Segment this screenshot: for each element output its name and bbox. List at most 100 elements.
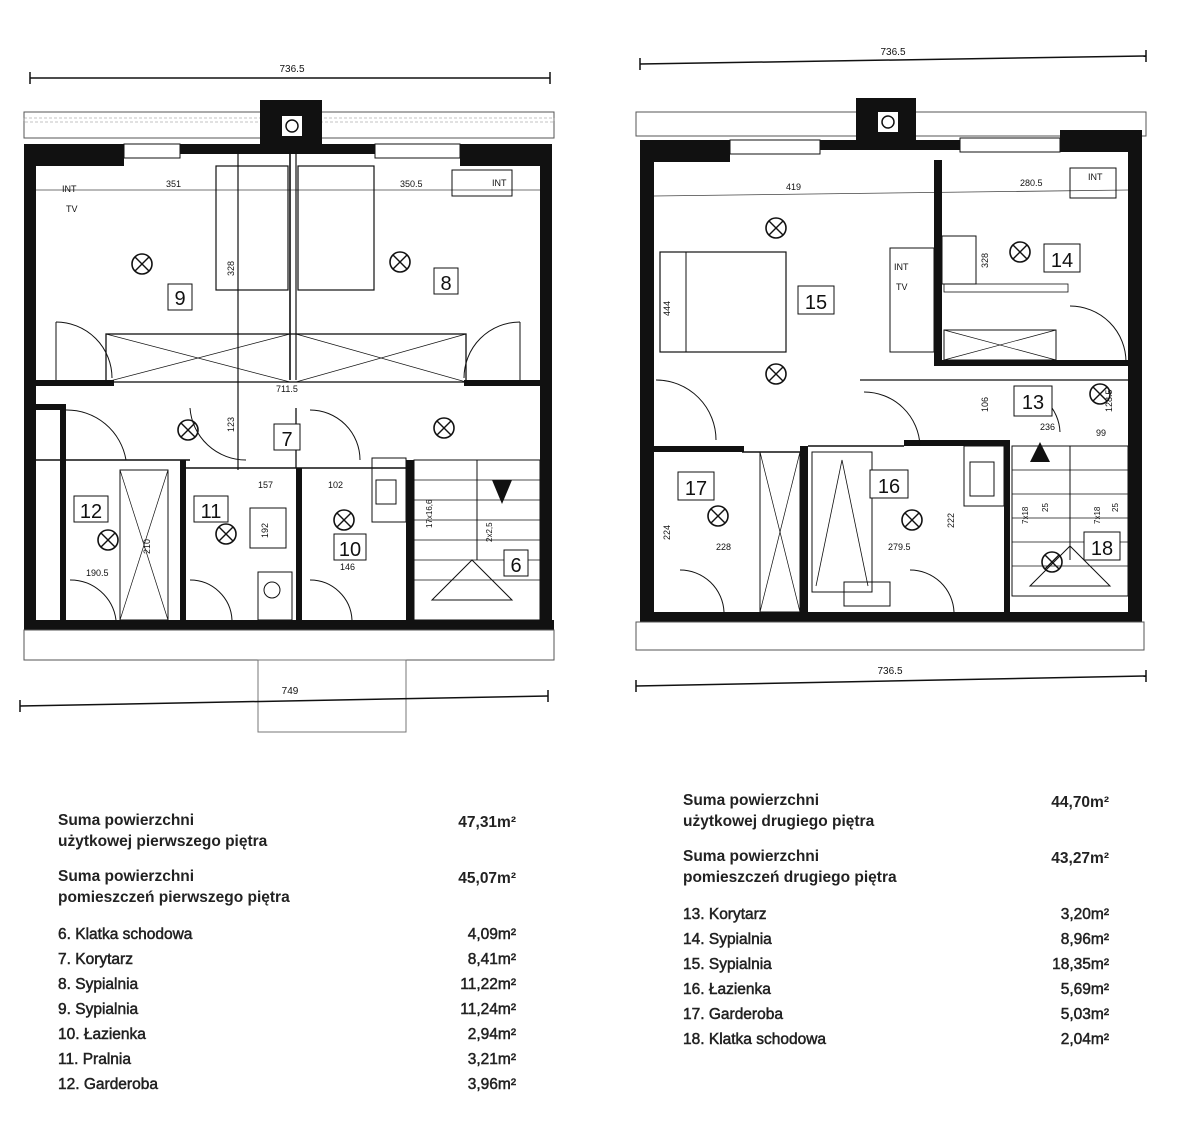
room-area: 3,96m² xyxy=(467,1076,516,1094)
dim-label: 146 xyxy=(340,562,355,572)
floor-1-room-numbers: 9 8 7 12 11 10 6 xyxy=(73,267,529,577)
floor-2-stairs-label-b: 7x18 xyxy=(1093,506,1102,524)
dim-label: 711.5 xyxy=(276,384,298,394)
room-area: 18,35m² xyxy=(1052,956,1109,974)
floor-1-rooms-area-summary: Suma powierzchni pomieszczeń pierwszego … xyxy=(58,866,516,908)
floor-2-stairs-label-c: 25 xyxy=(1041,503,1050,512)
room-area: 5,03m² xyxy=(1060,1006,1109,1024)
summary-value: 43,27m² xyxy=(1051,850,1109,867)
dim-label: 328 xyxy=(980,253,990,268)
dim-label: 210 xyxy=(142,539,152,554)
dim-label: 128.5 xyxy=(1104,389,1114,412)
floor-1-dimensions: 351 350.5 328 711.5 157 102 146 190.5 12… xyxy=(86,179,423,578)
floor-2-area-table: Suma powierzchni użytkowej drugiego pięt… xyxy=(683,790,1110,1052)
dim-label: 224 xyxy=(662,525,672,540)
room-row: 16. Łazienka 5,69m² xyxy=(683,977,1110,1002)
dim-label: 280.5 xyxy=(1020,178,1043,188)
room-row: 11. Pralnia 3,21m² xyxy=(58,1047,517,1072)
room-number-9: 9 xyxy=(174,288,185,310)
room-label: 12. Garderoba xyxy=(58,1076,158,1094)
room-row: 14. Sypialnia 8,96m² xyxy=(683,927,1110,952)
floor-1-bottom-dimension: 749 xyxy=(19,686,549,712)
int-label: INT xyxy=(1088,172,1103,182)
floor-plans: 736.5 xyxy=(19,47,1147,733)
floor-2-bottom-dim-label: 736.5 xyxy=(877,666,902,677)
floor-1-area-table: Suma powierzchni użytkowej pierwszego pi… xyxy=(58,810,517,1097)
room-area: 8,96m² xyxy=(1060,931,1109,949)
summary-value: 44,70m² xyxy=(1051,794,1109,811)
room-label: 16. Łazienka xyxy=(683,981,771,999)
summary-value: 45,07m² xyxy=(458,870,516,887)
room-row: 7. Korytarz 8,41m² xyxy=(58,947,517,972)
dim-label: 279.5 xyxy=(888,542,911,552)
room-number-6: 6 xyxy=(510,555,521,577)
room-area: 5,69m² xyxy=(1060,981,1109,999)
room-label: 17. Garderoba xyxy=(683,1006,783,1024)
dim-label: 123 xyxy=(226,417,236,432)
room-area: 11,24m² xyxy=(460,1001,516,1019)
dim-label: 102 xyxy=(328,480,343,490)
room-area: 2,04m² xyxy=(1060,1031,1109,1049)
room-number-15: 15 xyxy=(805,292,827,314)
dim-label: 444 xyxy=(662,301,672,316)
floor-1-plan: 736.5 xyxy=(19,64,555,733)
room-number-8: 8 xyxy=(440,273,451,295)
tv-label: TV xyxy=(896,282,908,292)
room-row: 6. Klatka schodowa 4,09m² xyxy=(58,922,517,947)
int-label: INT xyxy=(62,184,77,194)
summary-line-2: użytkowej drugiego piętra xyxy=(683,813,875,830)
floor-2-rooms-area-summary: Suma powierzchni pomieszczeń drugiego pi… xyxy=(683,846,1109,888)
floor-1-stairs-label-a: 17x16,6 xyxy=(425,499,434,528)
summary-line-1: Suma powierzchni xyxy=(58,812,195,829)
room-label: 8. Sypialnia xyxy=(58,976,139,994)
floor-2-top-dimension: 736.5 xyxy=(639,47,1147,70)
room-number-13: 13 xyxy=(1022,392,1044,414)
room-label: 14. Sypialnia xyxy=(683,931,772,949)
dim-label: 419 xyxy=(786,182,801,192)
room-row: 12. Garderoba 3,96m² xyxy=(58,1072,517,1097)
floor-1-stairs-label-b: 2x2,5 xyxy=(485,522,494,542)
room-area: 3,21m² xyxy=(467,1051,516,1069)
room-area: 2,94m² xyxy=(467,1026,516,1044)
room-label: 6. Klatka schodowa xyxy=(58,926,193,944)
room-area: 8,41m² xyxy=(467,951,516,969)
dim-label: 192 xyxy=(260,523,270,538)
dim-label: 228 xyxy=(716,542,731,552)
dim-label: 351 xyxy=(166,179,181,189)
dim-label: 157 xyxy=(258,480,273,490)
floor-2-stairs-label-a: 7x18 xyxy=(1021,506,1030,524)
room-label: 13. Korytarz xyxy=(683,906,767,924)
dim-label: 236 xyxy=(1040,422,1055,432)
summary-line-2: pomieszczeń drugiego piętra xyxy=(683,869,897,886)
int-label: INT xyxy=(492,178,507,188)
floor-2-usable-area-summary: Suma powierzchni użytkowej drugiego pięt… xyxy=(683,790,1109,832)
room-area: 3,20m² xyxy=(1060,906,1109,924)
tv-label: TV xyxy=(66,204,78,214)
floor-2-dimensions: 419 280.5 328 444 106 236 228 279.5 224 … xyxy=(662,178,1114,552)
dim-label: 328 xyxy=(226,261,236,276)
room-row: 13. Korytarz 3,20m² xyxy=(683,902,1109,927)
dim-label: 222 xyxy=(946,513,956,528)
dim-label: 190.5 xyxy=(86,568,109,578)
room-label: 15. Sypialnia xyxy=(683,956,772,974)
room-number-7: 7 xyxy=(281,429,292,451)
floor-1-stairs: 17x16,6 2x2,5 xyxy=(413,459,541,621)
room-number-17: 17 xyxy=(685,478,707,500)
room-area: 4,09m² xyxy=(467,926,516,944)
floor-1-usable-area-summary: Suma powierzchni użytkowej pierwszego pi… xyxy=(58,810,516,852)
floor-1-top-dim-label: 736.5 xyxy=(279,64,304,75)
room-number-16: 16 xyxy=(878,476,900,498)
int-label: INT xyxy=(894,262,909,272)
room-row: 17. Garderoba 5,03m² xyxy=(683,1002,1110,1027)
floor-2-bottom-dimension: 736.5 xyxy=(635,666,1147,692)
room-label: 7. Korytarz xyxy=(58,951,133,969)
room-number-11: 11 xyxy=(201,501,222,523)
floor-1-top-dimension: 736.5 xyxy=(29,64,551,84)
room-label: 11. Pralnia xyxy=(58,1051,131,1069)
room-number-12: 12 xyxy=(80,501,102,523)
floor-2-stairs: 7x18 7x18 25 25 xyxy=(1011,442,1129,597)
summary-line-2: pomieszczeń pierwszego piętra xyxy=(58,889,290,906)
